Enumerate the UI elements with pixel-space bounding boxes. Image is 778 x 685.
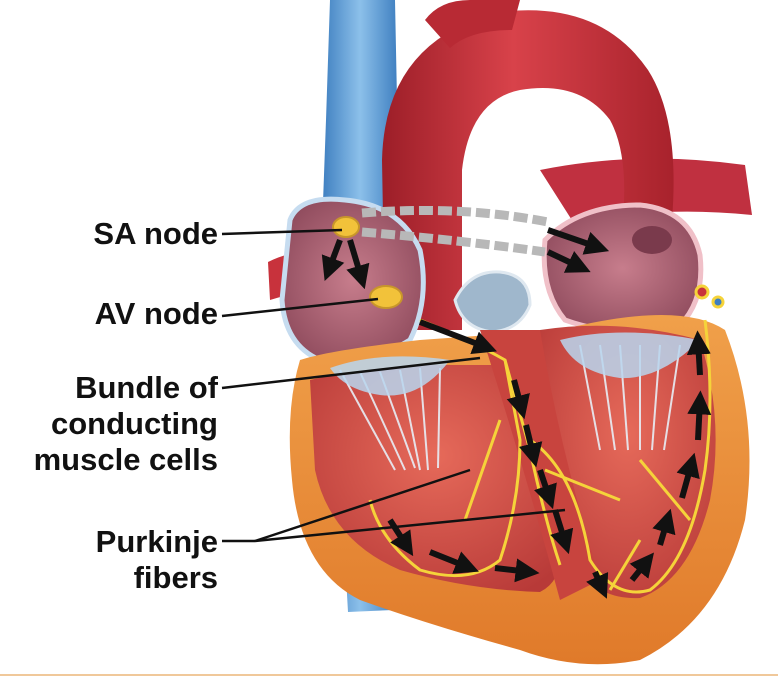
- bottom-rule: [0, 674, 778, 676]
- aortic-valve: [453, 270, 532, 334]
- purkinje-label-line2: fibers: [133, 560, 218, 595]
- sa-node-label: SA node: [93, 216, 218, 251]
- purkinje-label: Purkinje fibers: [96, 524, 218, 596]
- coronary-vein: [711, 295, 725, 309]
- coronary-artery: [694, 284, 710, 300]
- av-node: [369, 285, 403, 309]
- pulmonary-vein-opening: [632, 226, 672, 254]
- av-node-label: AV node: [94, 296, 218, 331]
- bundle-label: Bundle of conducting muscle cells: [34, 370, 218, 478]
- leader-lines: [221, 228, 566, 543]
- conduction-arrows: [321, 227, 712, 599]
- bundle-label-line3: muscle cells: [33, 442, 218, 477]
- bundle-label-line2: conducting: [50, 406, 218, 441]
- left-atrium: [541, 202, 704, 334]
- bundle-label-line1: Bundle of: [75, 370, 218, 405]
- internodal-pathways: [361, 205, 549, 257]
- purkinje-label-line1: Purkinje: [95, 524, 218, 559]
- aortic-branch: [425, 0, 520, 48]
- sa-node: [332, 216, 360, 238]
- mitral-valve: [560, 332, 700, 379]
- aortic-arch: [382, 10, 674, 331]
